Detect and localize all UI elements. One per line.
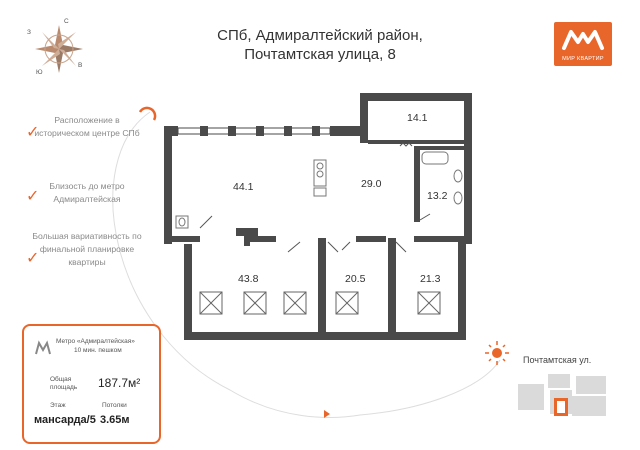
feature-variability: Большая вариативность по финальной плани… (32, 231, 142, 267)
title-line-1: СПб, Адмиралтейский район, (217, 27, 423, 44)
info-card: Метро «Адмиралтейская» 10 мин. пешком Об… (22, 324, 161, 444)
metro-icon (35, 340, 51, 355)
room-area-13-2: 13.2 (427, 190, 448, 202)
location-mini-map (514, 368, 610, 424)
room-area-20-5: 20.5 (345, 273, 366, 285)
room-area-44-1: 44.1 (233, 181, 254, 193)
check-icon: ✓ (26, 250, 40, 267)
floor-plan (164, 93, 472, 340)
floor-value: мансарда/5 (34, 414, 96, 426)
metro-name: Метро «Адмиралтейская» (56, 338, 135, 345)
title-line-2: Почтамтская улица, 8 (244, 46, 396, 63)
compass-rose-icon (35, 25, 83, 73)
room-area-43-8: 43.8 (238, 273, 259, 285)
street-label: Почтамтская ул. (523, 355, 592, 365)
metro-time: 10 мин. пешком (74, 347, 122, 354)
sun-icon (485, 341, 509, 365)
compass-west: З (27, 29, 31, 36)
area-label-2: площадь (50, 384, 78, 391)
check-icon: ✓ (26, 124, 40, 141)
compass-east: В (78, 62, 83, 69)
feature-metro: Близость до метро Адмиралтейская (49, 181, 125, 204)
page-title: СПб, Адмиралтейский район, Почтамтская у… (180, 26, 460, 64)
logo-icon (562, 30, 604, 50)
logo-text: МИР КВАРТИР (562, 56, 604, 62)
ceiling-value: 3.65м (100, 414, 130, 426)
compass-north: С (64, 18, 69, 25)
compass-south: Ю (36, 69, 43, 76)
feature-location: Расположение в историческом центре СПб (34, 115, 140, 138)
floor-label: Этаж (50, 402, 66, 409)
ceiling-label: Потолки (102, 402, 127, 409)
room-area-29-0: 29.0 (361, 178, 382, 190)
brand-logo[interactable]: МИР КВАРТИР (554, 22, 612, 66)
check-icon: ✓ (26, 188, 40, 205)
room-area-14-1: 14.1 (407, 112, 428, 124)
area-value: 187.7м² (98, 376, 141, 390)
room-area-21-3: 21.3 (420, 273, 441, 285)
area-label-1: Общая (50, 376, 72, 383)
